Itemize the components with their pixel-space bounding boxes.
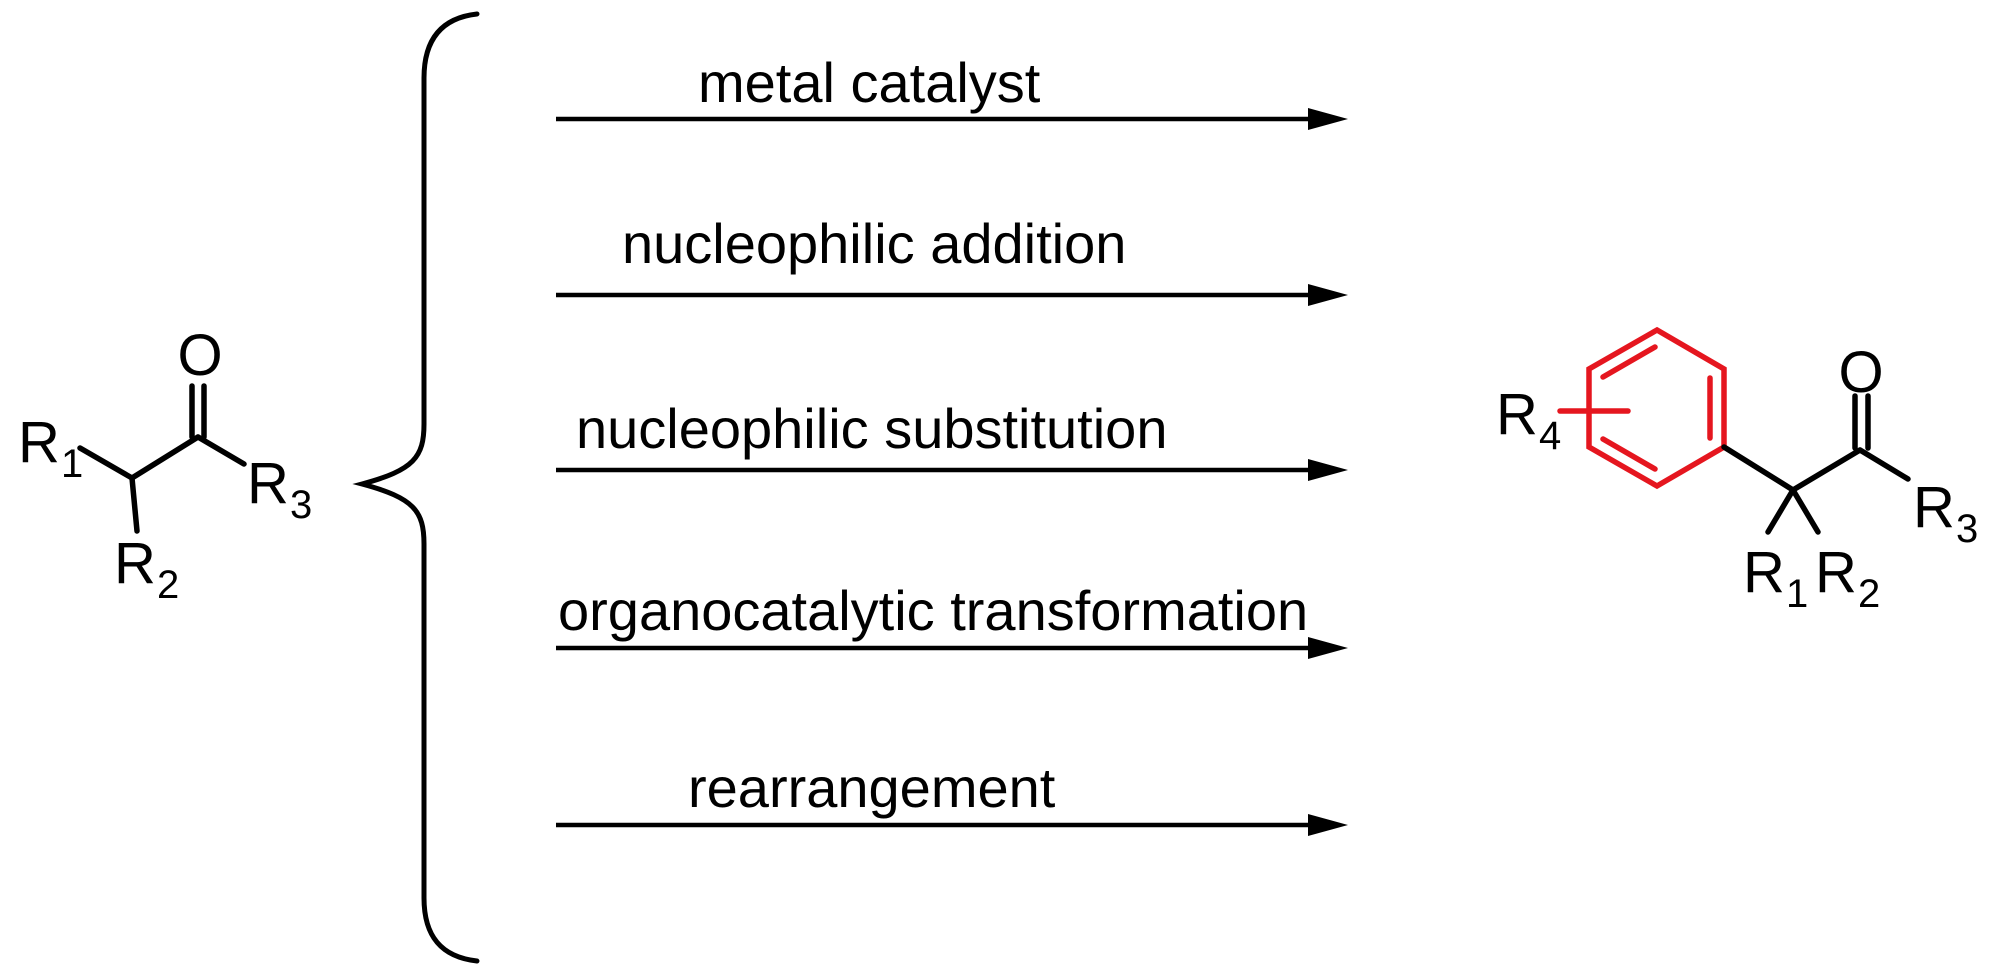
reaction-arrow-metal-catalyst: metal catalyst: [556, 51, 1348, 130]
arrowhead-right-icon: [1308, 108, 1348, 130]
reactant-structure: O R 1 R 2 R 3: [18, 323, 312, 607]
reaction-arrows: metal catalyst nucleophilic addition nuc…: [556, 51, 1348, 836]
arrow-label: nucleophilic addition: [622, 212, 1126, 275]
reactant-r1-label: R: [18, 410, 60, 475]
ring-inner-double-bond-bottom-left: [1600, 436, 1658, 472]
ring-inner-double-bond-top-left: [1600, 344, 1658, 380]
benzene-ring-outline: [1586, 326, 1727, 490]
product-r3-label: R: [1913, 475, 1955, 540]
bond-carbonyl-r3: [195, 434, 247, 467]
product-r2-subscript: 2: [1858, 572, 1880, 616]
reaction-arrow-rearrangement: rearrangement: [556, 756, 1348, 836]
product-r3-subscript: 3: [1956, 507, 1978, 551]
reactant-r3-label: R: [247, 451, 289, 516]
benzene-ring: [1557, 326, 1727, 490]
arrow-label: organocatalytic transformation: [558, 579, 1308, 642]
arrowhead-right-icon: [1308, 814, 1348, 836]
reactant-oxygen-label: O: [177, 323, 222, 388]
bond-quaternary-r1: [1765, 487, 1796, 535]
reactant-r3-subscript: 3: [290, 483, 312, 527]
product-oxygen-label: O: [1838, 340, 1883, 405]
bond-quaternary-r2: [1790, 487, 1821, 535]
reactant-r2-label: R: [114, 531, 156, 596]
bond-quaternary-carbonyl: [1790, 447, 1863, 493]
reaction-arrow-organocatalytic-transformation: organocatalytic transformation: [556, 579, 1348, 659]
reactant-r1-subscript: 1: [61, 442, 83, 486]
reaction-arrow-nucleophilic-substitution: nucleophilic substitution: [556, 397, 1348, 481]
arrow-label: rearrangement: [688, 756, 1056, 819]
product-r4-subscript: 4: [1539, 414, 1561, 458]
bond-r1-alpha-carbon: [77, 445, 135, 481]
reaction-arrow-nucleophilic-addition: nucleophilic addition: [556, 212, 1348, 306]
arrowhead-right-icon: [1308, 637, 1348, 659]
arrow-label: nucleophilic substitution: [576, 397, 1167, 460]
bond-alpha-r2: [129, 475, 140, 534]
product-r1-subscript: 1: [1786, 572, 1808, 616]
bond-carbonyl-r3: [1857, 447, 1911, 482]
product-r1-label: R: [1743, 540, 1785, 605]
bond-ring-quaternary-carbon: [1721, 444, 1796, 493]
product-structure: R 4 O R 3 R 1 R 2: [1496, 326, 1978, 616]
left-curly-brace: [352, 11, 480, 964]
arrowhead-right-icon: [1308, 284, 1348, 306]
arrowhead-right-icon: [1308, 459, 1348, 481]
reactant-r2-subscript: 2: [157, 563, 179, 607]
product-r2-label: R: [1815, 540, 1857, 605]
bond-alpha-carbonyl: [129, 434, 201, 481]
arrow-label: metal catalyst: [698, 51, 1041, 114]
product-r4-label: R: [1496, 382, 1538, 447]
